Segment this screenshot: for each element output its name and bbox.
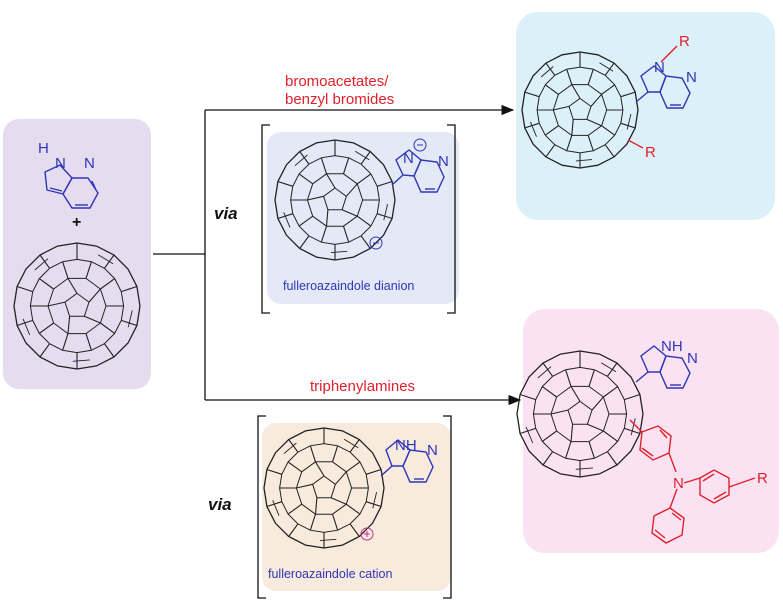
dianion-caption: fulleroazaindole dianion	[283, 279, 414, 293]
reagent-route2: triphenylamines	[310, 378, 415, 395]
plus-sign: +	[72, 214, 81, 231]
product1-azaindole	[635, 65, 691, 109]
cation-n2: N	[427, 442, 438, 459]
cation-caption: fulleroazaindole cation	[268, 567, 392, 581]
product1-n2: N	[686, 69, 697, 86]
azaindole-n: N	[84, 155, 95, 172]
c60-product2-icon	[516, 350, 644, 478]
product2-panel	[523, 309, 779, 553]
product2-n2: N	[687, 350, 698, 367]
via-label-2: via	[208, 495, 232, 514]
product2-nh: NH	[661, 338, 683, 355]
charge-plus-icon	[360, 527, 374, 541]
dianion-brackets	[261, 124, 456, 314]
product2-azaindole	[635, 345, 691, 389]
cation-brackets	[257, 415, 452, 599]
cation-nh: NH	[395, 437, 417, 454]
reagent-route1-line2: benzyl bromides	[285, 91, 394, 108]
c60-reactant-icon	[13, 242, 141, 370]
dianion-n1: N	[403, 150, 414, 167]
product1-cage-substituent	[627, 139, 644, 149]
c60-dianion-icon	[274, 139, 396, 261]
product1-r-on-n: R	[679, 33, 690, 50]
dianion-n2: N	[438, 153, 449, 170]
azaindole-nh: N	[55, 155, 66, 172]
c60-cation-icon	[263, 427, 385, 549]
product2-r-aryl: R	[757, 470, 768, 487]
azaindole-h: H	[38, 140, 49, 157]
azaindole-reactant	[44, 164, 99, 209]
product1-r-on-cage: R	[645, 144, 656, 161]
charge-minus-icon	[369, 138, 427, 250]
reagent-route1-line1: bromoacetates/	[285, 73, 389, 90]
dianion-azaindole	[391, 149, 445, 193]
product1-n1: N	[654, 59, 665, 76]
c60-product1-icon	[521, 51, 639, 169]
product1-n-substituent	[660, 45, 678, 63]
product2-amine-n: N	[673, 475, 684, 492]
dianion-panel	[267, 132, 459, 304]
route-lines	[153, 104, 522, 406]
via-label-1: via	[214, 204, 238, 223]
cation-azaindole	[380, 439, 434, 483]
product2-triarylamine	[629, 419, 756, 544]
